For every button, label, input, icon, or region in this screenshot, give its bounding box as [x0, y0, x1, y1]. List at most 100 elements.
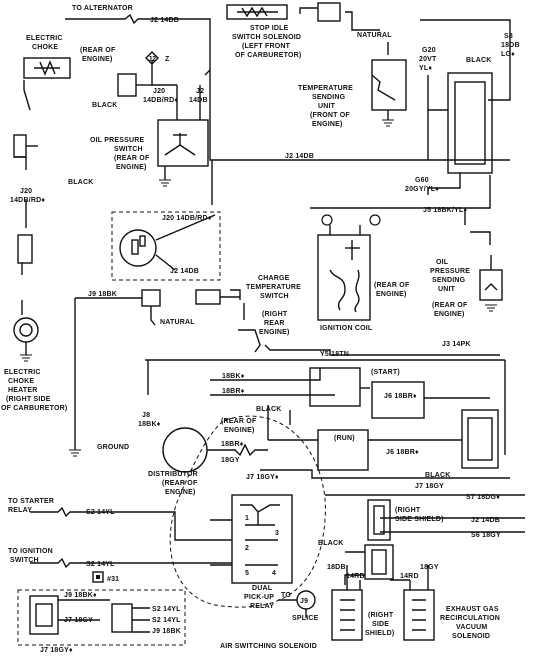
label-oil-sw-1: OIL PRESSURE [90, 137, 145, 144]
label-n31: #31 [107, 576, 119, 583]
label-black-4: BLACK [425, 472, 451, 479]
label-right-side-1: (RIGHT [368, 612, 394, 619]
wires [13, 2, 525, 646]
label-g20-wire: 20VT [419, 56, 437, 63]
label-14rd-1: 14RD [346, 573, 365, 580]
label-s2-yl-a: S2 14YL [152, 606, 181, 613]
label-oil-send-1: OIL [436, 259, 449, 266]
label-j2-box-low: J2 14DB [170, 268, 199, 275]
label-s8-wire: 18DB [501, 42, 520, 49]
label-to-starter-2: RELAY [8, 507, 32, 514]
label-charge-3: SWITCH [260, 293, 289, 300]
label-j2-d: 14DB [189, 97, 208, 104]
label-to-starter-1: TO STARTER [8, 498, 54, 505]
label-rear-engine-1a: (REAR OF [80, 47, 116, 54]
label-distributor-1: DISTRIBUTOR [148, 471, 198, 478]
label-ign-coil: IGNITION COIL [320, 325, 373, 332]
label-stop-idle-4: OF CARBURETOR) [235, 52, 301, 59]
label-18bk-1: 18BK♦ [222, 373, 245, 380]
label-black-2: BLACK [68, 179, 94, 186]
label-j2-top: J2 14DB [150, 17, 179, 24]
label-echoke-2: CHOKE [32, 44, 58, 51]
label-echoke-heater-3: HEATER [8, 387, 37, 394]
label-14rd-2: 14RD [400, 573, 419, 580]
label-right-shield-1: (RIGHT [395, 507, 421, 514]
label-18br-1: 18BR♦ [222, 388, 245, 395]
label-rear-engine-1b: ENGINE) [82, 56, 113, 63]
label-s8-color: LG♦ [501, 51, 515, 58]
label-s2-top: S2 14YL [86, 509, 115, 516]
label-s2-yl-b: S2 14YL [152, 617, 181, 624]
label-y5: Y5 18TN [320, 351, 349, 358]
label-j9-bk-b: J9 18BK [152, 628, 181, 635]
label-stop-idle-3: (LEFT FRONT [242, 43, 291, 50]
label-j2-mid: J2 14DB [285, 153, 314, 160]
label-right-side-2: SIDE [372, 621, 389, 628]
label-temp-send-3: UNIT [318, 103, 336, 110]
label-to-alternator: TO ALTERNATOR [72, 5, 133, 12]
label-s6: S6 18GY [471, 532, 501, 539]
label-s8: S8 [504, 33, 513, 40]
label-s2-bottom: S2 14YL [86, 561, 115, 568]
label-oil-sw-2: SWITCH [114, 146, 143, 153]
label-right-shield-2: SIDE SHIELD) [395, 516, 444, 523]
label-to-ignition-1: TO IGNITION [8, 548, 53, 555]
label-echoke-heater-2: CHOKE [8, 378, 34, 385]
label-oil-send-2: PRESSURE [430, 268, 470, 275]
label-j8-a: J8 [142, 412, 150, 419]
label-splice: SPLICE [292, 615, 319, 622]
label-j2-box: J2 [148, 56, 156, 63]
label-g20: G20 [422, 47, 436, 54]
label-echoke-heater-4: (RIGHT SIDE [6, 396, 51, 403]
label-charge-6: ENGINE) [259, 329, 290, 336]
label-coil-rear-1: (REAR OF [374, 282, 410, 289]
label-j7-mid: J7 18GY♦ [246, 474, 279, 481]
label-j7-right: J7 18GY [415, 483, 444, 490]
label-g60-a: G60 [415, 177, 429, 184]
label-j9-bk-a: J9 18BK♦ [64, 592, 97, 599]
label-temp-send-1: TEMPERATURE [298, 85, 353, 92]
label-18gy-1: 18GY [221, 457, 240, 464]
label-egr-1: EXHAUST GAS [446, 606, 499, 613]
label-dual-1: DUAL [252, 585, 273, 592]
label-j2-c: J2 [196, 88, 204, 95]
label-ground: GROUND [97, 444, 129, 451]
label-j20-box: J20 14DB/RD♦ [162, 215, 212, 222]
label-coil-rear-2: ENGINE) [376, 291, 407, 298]
label-black-5: BLACK [318, 540, 344, 547]
label-black-1: BLACK [92, 102, 118, 109]
label-to: TO [281, 592, 291, 599]
label-charge-5: REAR [264, 320, 285, 327]
label-charge-2: TEMPERATURE [246, 284, 301, 291]
label-j6-top: J6 18BR♦ [384, 393, 417, 400]
labels: TO ALTERNATOR J2 14DB STOP IDLE SWITCH S… [1, 5, 520, 654]
label-run: (RUN) [334, 435, 355, 442]
label-black-3: BLACK [256, 406, 282, 413]
label-g60-b: 20GY/YL♦ [405, 186, 439, 193]
label-echoke-heater-1: ELECTRIC [4, 369, 41, 376]
label-right-side-3: SHIELD) [365, 630, 394, 637]
label-oil-sw-3: (REAR OF [114, 155, 150, 162]
label-natural-top: NATURAL [357, 32, 392, 39]
connector-31-pin [96, 575, 100, 579]
label-j9-18bk: J9 18BK [88, 291, 117, 298]
label-j6-mid: J6 18BR♦ [386, 449, 419, 456]
connector-31-box [92, 571, 104, 583]
label-oil-sw-4: ENGINE) [116, 164, 147, 171]
label-echoke-1: ELECTRIC [26, 35, 63, 42]
label-rear-engine-2b: ENGINE) [224, 427, 255, 434]
label-distributor-3: ENGINE) [165, 489, 196, 496]
label-pin-1: 1 [245, 515, 249, 522]
label-charge-4: (RIGHT [262, 311, 288, 318]
label-natural-mid: NATURAL [160, 319, 195, 326]
label-18br-2: 18BR♦ [221, 441, 244, 448]
label-dual-3: RELAY [250, 603, 274, 610]
label-j2-right: J2 14DB [471, 517, 500, 524]
label-temp-send-2: SENDING [312, 94, 346, 101]
label-oil-send-3: SENDING [432, 277, 466, 284]
label-air-sw: AIR SWITCHING SOLENOID [220, 643, 317, 650]
label-distributor-2: (REAR OF [162, 480, 198, 487]
label-s7: S7 18DG♦ [466, 494, 500, 501]
label-egr-3: VACUUM [456, 624, 487, 631]
